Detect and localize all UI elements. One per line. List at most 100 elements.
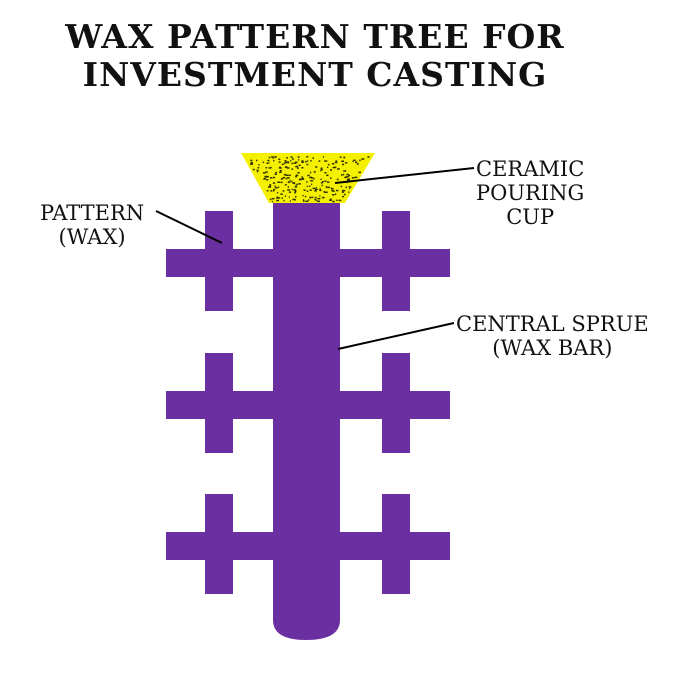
speckle: [277, 197, 281, 199]
speckle: [273, 188, 275, 191]
speckle: [269, 184, 272, 186]
speckle: [276, 199, 279, 202]
speckle: [283, 173, 286, 176]
speckle: [311, 177, 314, 179]
speckle: [250, 163, 253, 165]
speckle: [289, 179, 291, 182]
speckle: [306, 156, 309, 158]
speckle: [337, 168, 340, 170]
speckle: [257, 170, 259, 173]
pouring-cup-label-line-3: CUP: [506, 205, 555, 229]
speckle: [367, 156, 370, 158]
pattern-horizontal-bar: [340, 249, 450, 277]
speckle: [310, 180, 314, 182]
sprue-leader-line: [337, 322, 455, 350]
speckle: [280, 178, 284, 180]
speckle: [287, 181, 289, 184]
speckle: [296, 183, 298, 185]
speckle: [314, 188, 318, 191]
speckle: [297, 172, 300, 174]
speckle: [346, 176, 349, 178]
speckle: [270, 177, 273, 179]
speckle: [301, 167, 304, 169]
speckle: [295, 165, 299, 168]
pattern-horizontal-bar: [340, 391, 450, 419]
speckle: [319, 195, 321, 197]
speckle: [336, 199, 338, 202]
speckle: [343, 189, 346, 192]
speckle: [270, 166, 272, 169]
speckle: [335, 160, 338, 162]
speckle: [267, 159, 270, 162]
speckle: [358, 171, 361, 174]
speckle: [265, 167, 268, 169]
speckle: [285, 161, 288, 163]
speckle: [303, 200, 305, 202]
speckle: [286, 177, 290, 179]
speckle: [312, 157, 314, 159]
speckle: [284, 160, 287, 162]
speckle: [307, 160, 309, 162]
speckle: [288, 191, 292, 193]
speckle: [338, 199, 342, 202]
speckle: [332, 166, 335, 169]
speckle: [307, 174, 310, 177]
speckle: [295, 174, 299, 177]
wax-pattern-left-2: [166, 353, 276, 453]
wax-pattern-left-1: [166, 211, 276, 311]
speckle: [309, 196, 311, 199]
speckle: [276, 197, 278, 199]
speckle: [339, 156, 342, 158]
speckle: [325, 186, 327, 188]
speckle: [327, 181, 330, 183]
speckle: [320, 169, 323, 171]
speckle: [317, 197, 321, 200]
central-sprue: [273, 203, 340, 640]
speckle: [258, 164, 260, 166]
speckle: [318, 200, 320, 203]
speckle: [340, 185, 343, 188]
speckle: [343, 173, 345, 176]
speckle: [314, 196, 317, 199]
speckle: [329, 198, 332, 201]
speckle: [314, 198, 316, 201]
speckle: [309, 189, 312, 191]
speckle: [324, 172, 327, 174]
speckle: [292, 182, 295, 184]
speckle: [351, 177, 355, 179]
speckle: [277, 186, 280, 188]
speckle: [290, 156, 293, 158]
speckle: [315, 186, 317, 189]
speckle: [265, 175, 269, 178]
speckle: [306, 185, 308, 188]
pattern-label-line-1: PATTERN: [40, 201, 145, 225]
speckle: [250, 162, 253, 164]
speckle: [332, 194, 335, 196]
speckle: [345, 162, 348, 164]
speckle: [310, 160, 312, 162]
speckle: [313, 178, 315, 180]
speckle: [286, 167, 290, 169]
speckle: [352, 160, 354, 163]
speckle: [274, 173, 277, 175]
speckle: [359, 159, 361, 162]
speckle: [334, 166, 337, 168]
speckle: [343, 193, 346, 196]
speckle: [331, 163, 335, 165]
speckle: [347, 179, 350, 181]
speckle: [301, 176, 303, 178]
speckle: [279, 169, 282, 172]
wax-pattern-left-3: [166, 494, 276, 594]
speckle: [346, 173, 349, 176]
speckle: [322, 181, 324, 183]
speckle: [315, 166, 318, 168]
pattern-leader-line: [155, 210, 223, 244]
speckle: [327, 186, 330, 189]
speckle: [298, 159, 300, 161]
speckle: [295, 175, 298, 178]
speckle: [322, 156, 324, 158]
speckle: [282, 190, 285, 192]
speckle: [287, 189, 291, 191]
speckle: [309, 171, 312, 174]
speckle: [279, 166, 281, 169]
